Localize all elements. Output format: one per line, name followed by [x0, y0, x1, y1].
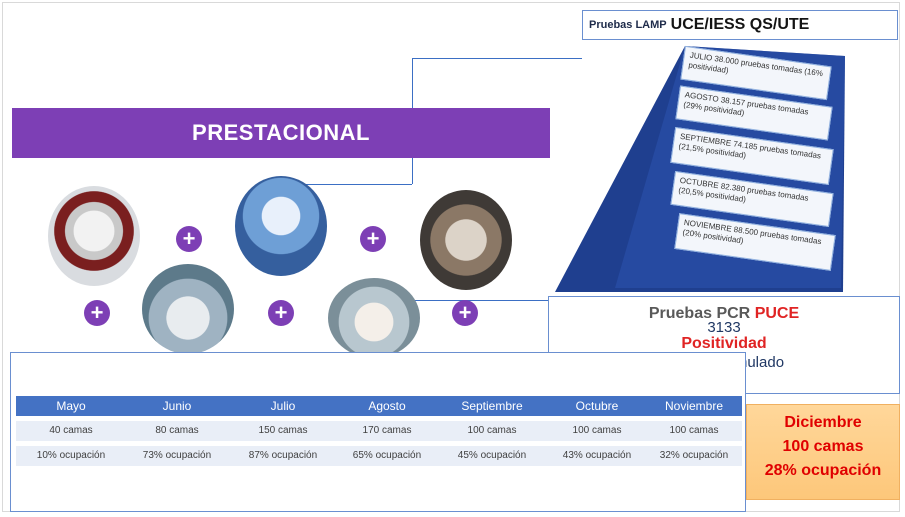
pcr-positividad-label: Positividad [681, 335, 767, 352]
plus-icon: + [452, 300, 478, 326]
month-ocupacion: 45% ocupación [437, 446, 547, 466]
diciembre-highlight: Diciembre 100 camas 28% ocupación [746, 404, 900, 500]
month-name: Noviembre [646, 396, 742, 416]
month-name: Junio [122, 396, 232, 416]
month-ocupacion: 65% ocupación [332, 446, 442, 466]
month-ocupacion: 43% ocupación [542, 446, 652, 466]
connector-line-top [412, 58, 582, 59]
pcr-summary: Pruebas PCR PUCE 3133 Positividad 20.1% … [548, 296, 900, 394]
photo-doctor [48, 186, 140, 286]
page-title: PRESTACIONAL [12, 108, 550, 158]
connector-line-pcr [400, 300, 548, 301]
month-ocupacion: 32% ocupación [646, 446, 742, 466]
diciembre-camas: 100 camas [782, 438, 864, 455]
diciembre-ocupacion: 28% ocupación [764, 462, 882, 479]
month-column: Octubre 100 camas 43% ocupación [542, 396, 652, 466]
plus-icon: + [84, 300, 110, 326]
month-camas: 100 camas [646, 421, 742, 441]
month-name: Agosto [332, 396, 442, 416]
plus-icon: + [268, 300, 294, 326]
month-camas: 150 camas [228, 421, 338, 441]
month-camas: 100 camas [542, 421, 652, 441]
month-column: Agosto 170 camas 65% ocupación [332, 396, 442, 466]
month-camas: 170 camas [332, 421, 442, 441]
month-name: Octubre [542, 396, 652, 416]
pcr-label: Pruebas PCR [648, 305, 751, 322]
month-camas: 40 camas [16, 421, 126, 441]
pcr-count: 3133 [707, 319, 741, 336]
month-name: Mayo [16, 396, 126, 416]
month-name: Julio [228, 396, 338, 416]
month-camas: 100 camas [437, 421, 547, 441]
pcr-highlight: PUCE [754, 305, 800, 322]
plus-icon: + [176, 226, 202, 252]
photo-hospital-ward [142, 264, 234, 354]
month-column: Noviembre 100 camas 32% ocupación [646, 396, 742, 466]
month-ocupacion: 10% ocupación [16, 446, 126, 466]
lamp-title: Pruebas LAMP UCE/IESS QS/UTE [582, 10, 898, 40]
diciembre-month: Diciembre [784, 414, 862, 431]
month-name: Septiembre [437, 396, 547, 416]
photo-meeting [420, 190, 512, 290]
lamp-title-small: Pruebas LAMP [589, 19, 667, 31]
month-column: Mayo 40 camas 10% ocupación [16, 396, 126, 466]
plus-icon: + [360, 226, 386, 252]
lamp-title-big: UCE/IESS QS/UTE [670, 16, 810, 33]
month-column: Septiembre 100 camas 45% ocupación [437, 396, 547, 466]
month-ocupacion: 87% ocupación [228, 446, 338, 466]
month-camas: 80 camas [122, 421, 232, 441]
month-column: Julio 150 camas 87% ocupación [228, 396, 338, 466]
photo-patient-care [328, 278, 420, 358]
photo-health-worker [235, 176, 327, 276]
pcr-title: Pruebas PCR PUCE [549, 305, 899, 323]
month-column: Junio 80 camas 73% ocupación [122, 396, 232, 466]
connector-line-horizontal [296, 184, 412, 185]
month-ocupacion: 73% ocupación [122, 446, 232, 466]
